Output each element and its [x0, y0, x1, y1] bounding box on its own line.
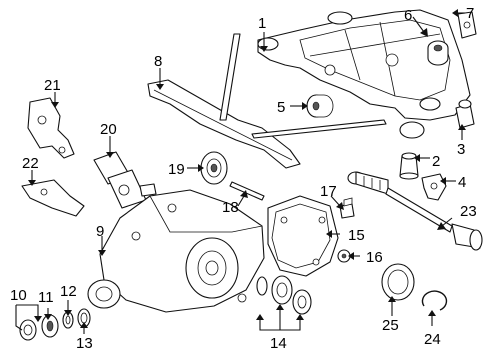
plug-16-part	[337, 249, 351, 263]
callout-12: 12	[60, 283, 77, 300]
differential-9-part	[87, 189, 265, 313]
bushing-5-part	[306, 94, 334, 118]
cover-15-part	[267, 195, 339, 277]
subframe-part	[257, 9, 471, 139]
callout-21: 21	[44, 77, 61, 94]
callout-6: 6	[404, 7, 412, 24]
bushing-2-part	[399, 152, 419, 180]
callout-24: 24	[424, 331, 441, 348]
callout-19: 19	[168, 161, 185, 178]
callout-22: 22	[22, 155, 39, 172]
callout-7: 7	[466, 5, 474, 22]
bracket-7-part	[457, 11, 477, 39]
callout-20: 20	[100, 121, 117, 138]
callout-16: 16	[366, 249, 383, 266]
axle-23-part	[347, 171, 483, 251]
cover-25-part	[381, 263, 415, 301]
mount-3-part	[455, 99, 475, 129]
callout-13: 13	[76, 335, 93, 352]
callout-18: 18	[222, 199, 239, 216]
callout-11: 11	[38, 289, 54, 306]
callout-1: 1	[258, 15, 266, 32]
callout-labels: 1 2 3 4 5 6 7 8 9 10 11 12 13 14 15 16 1…	[10, 5, 477, 352]
snap-ring-24-part	[421, 290, 448, 311]
washer-11-part	[41, 314, 59, 338]
heat-shield-8-part	[147, 33, 387, 169]
seal-14-part	[256, 275, 312, 315]
callout-17: 17	[320, 183, 337, 200]
pin-18-part	[229, 181, 265, 201]
callout-15: 15	[348, 227, 365, 244]
leader-lines	[15, 9, 466, 334]
bushing-6-part	[427, 40, 449, 66]
nut-10-part	[19, 319, 37, 341]
callout-5: 5	[277, 99, 285, 116]
callout-23: 23	[460, 203, 477, 220]
callout-3: 3	[457, 141, 465, 158]
callout-14: 14	[270, 335, 287, 352]
callout-8: 8	[154, 53, 162, 70]
callout-25: 25	[382, 317, 399, 334]
bracket-22-part	[21, 179, 85, 217]
flange-19-part	[200, 151, 228, 185]
callout-4: 4	[458, 174, 466, 191]
bracket-4-part	[421, 173, 447, 201]
callout-10: 10	[10, 287, 27, 304]
callout-9: 9	[96, 223, 104, 240]
sensor-17-part	[339, 197, 355, 219]
callout-2: 2	[432, 153, 440, 170]
bracket-21-part	[27, 97, 75, 159]
